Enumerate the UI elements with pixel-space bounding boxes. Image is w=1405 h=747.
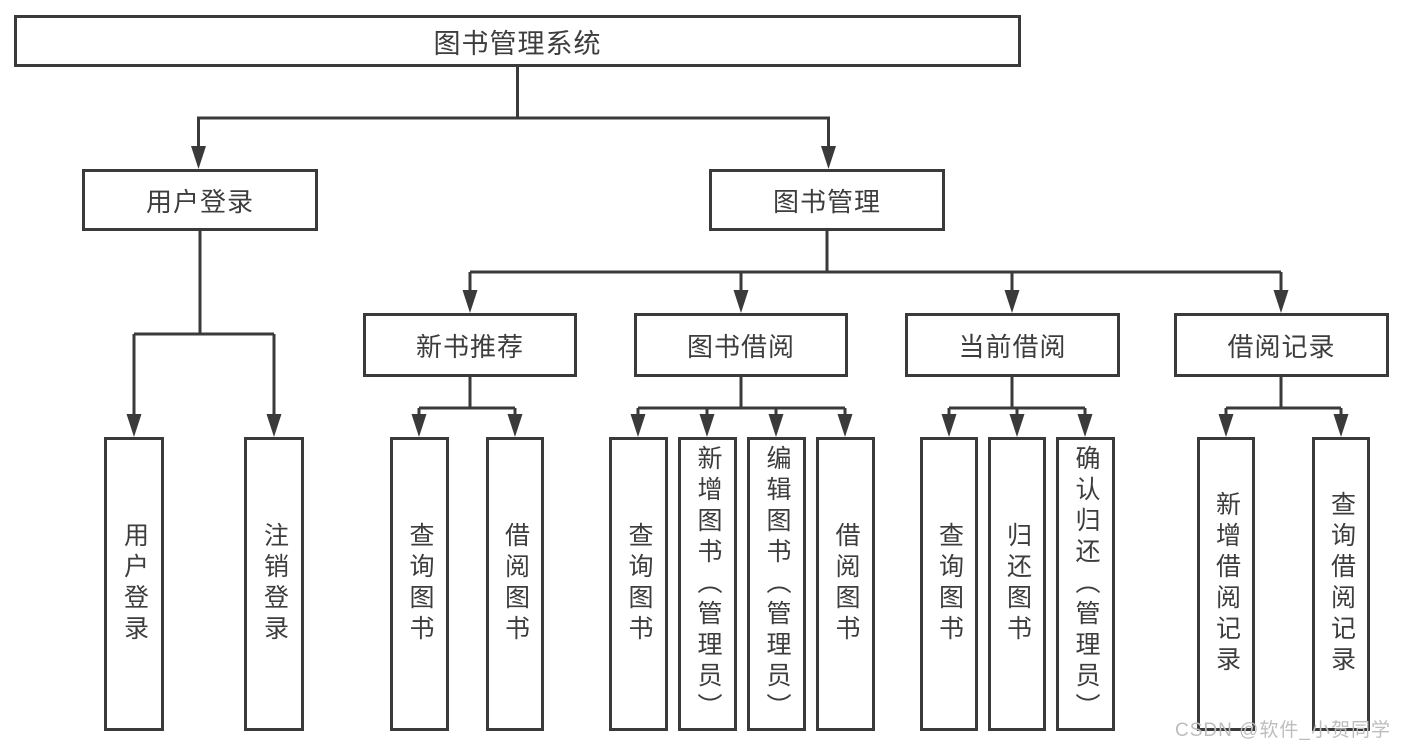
leaf-return-books: 归还图书: [988, 437, 1046, 731]
leaf-add-books-admin: 新增图书（管理员）: [678, 437, 737, 731]
node-book-borrow: 图书借阅: [634, 313, 848, 377]
leaf-edit-books-admin: 编辑图书（管理员）: [747, 437, 806, 731]
leaf-add-borrow-record: 新增借阅记录: [1197, 437, 1255, 731]
edge-root-to-level2: [191, 65, 836, 169]
node-book-management-label: 图书管理: [772, 186, 881, 217]
node-library-system-label: 图书管理系统: [433, 28, 602, 59]
edge-borrow-records-to-leaves: [1218, 375, 1349, 437]
edge-current-borrow-to-leaves: [941, 375, 1093, 437]
leaf-borrow-books-recommend: 借阅图书: [486, 437, 544, 731]
leaf-query-books-borrow-label: 查询图书: [625, 522, 653, 646]
node-new-book-recommend: 新书推荐: [363, 313, 577, 377]
node-user-login: 用户登录: [82, 169, 318, 231]
leaf-user-login-label: 用户登录: [120, 522, 149, 646]
node-borrow-records-label: 借阅记录: [1227, 331, 1336, 362]
leaf-borrow-books: 借阅图书: [816, 437, 875, 731]
leaf-query-books-current-label: 查询图书: [935, 522, 964, 646]
leaf-borrow-books-recommend-label: 借阅图书: [501, 522, 530, 646]
leaf-query-books-recommend: 查询图书: [390, 437, 449, 731]
node-borrow-records: 借阅记录: [1174, 313, 1389, 377]
leaf-confirm-return-admin: 确认归还（管理员）: [1056, 437, 1115, 731]
leaf-add-borrow-record-label: 新增借阅记录: [1212, 491, 1241, 677]
leaf-user-login: 用户登录: [104, 437, 164, 731]
leaf-query-books-borrow: 查询图书: [609, 437, 668, 731]
leaf-logout: 注销登录: [244, 437, 304, 731]
leaf-edit-books-admin-label: 编辑图书（管理员）: [763, 444, 791, 724]
edge-new-book-to-leaves: [411, 375, 523, 437]
leaf-query-books-current: 查询图书: [920, 437, 978, 731]
node-library-system: 图书管理系统: [14, 15, 1021, 67]
node-book-management: 图书管理: [709, 169, 945, 231]
leaf-query-books-recommend-label: 查询图书: [406, 522, 434, 646]
node-current-borrow-label: 当前借阅: [958, 331, 1067, 362]
leaf-add-books-admin-label: 新增图书（管理员）: [694, 444, 722, 724]
node-current-borrow: 当前借阅: [905, 313, 1120, 377]
node-new-book-recommend-label: 新书推荐: [415, 331, 524, 362]
leaf-confirm-return-admin-label: 确认归还（管理员）: [1072, 444, 1100, 724]
leaf-borrow-books-label: 借阅图书: [832, 522, 860, 646]
csdn-watermark: CSDN @软件_小贺同学: [1175, 720, 1391, 741]
leaf-return-books-label: 归还图书: [1003, 522, 1032, 646]
leaf-query-borrow-record: 查询借阅记录: [1312, 437, 1370, 731]
node-user-login-label: 用户登录: [145, 186, 254, 217]
node-book-borrow-label: 图书借阅: [686, 331, 795, 362]
leaf-logout-label: 注销登录: [260, 522, 289, 646]
leaf-query-borrow-record-label: 查询借阅记录: [1327, 491, 1356, 677]
edge-book-borrow-to-leaves: [630, 375, 853, 437]
edge-user-login-to-leaves: [126, 229, 282, 437]
edge-book-management-to-level3: [462, 229, 1289, 313]
